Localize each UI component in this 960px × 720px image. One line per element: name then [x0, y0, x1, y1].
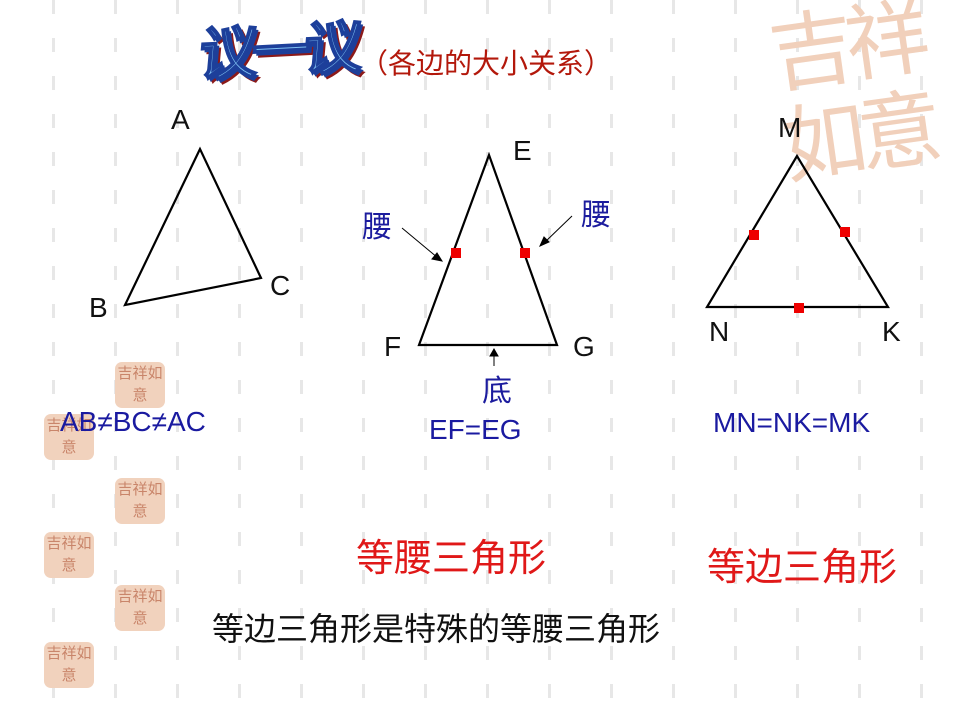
stamp-decoration: 吉祥如意 [44, 414, 94, 460]
vertex-label-e: E [513, 135, 532, 166]
leg-left-arrow [401, 227, 444, 262]
equal-side-marker [840, 227, 850, 237]
stamp-decoration: 吉祥如意 [44, 642, 94, 688]
scalene-relation: AB≠BC≠AC [60, 406, 206, 437]
vertex-label-m: M [778, 112, 802, 143]
isosceles-triangle [417, 151, 559, 347]
equilateral-triangle [705, 153, 890, 309]
scalene-triangle [123, 146, 263, 307]
equal-side-marker [451, 248, 461, 258]
equilateral-relation: MN=NK=MK [713, 407, 871, 438]
conclusion-text: 等边三角形是特殊的等腰三角形 [212, 610, 661, 648]
vertex-label-b: B [89, 292, 108, 323]
base-label: 底 [482, 374, 512, 409]
vertex-label-g: G [573, 331, 595, 362]
vertex-label-a: A [171, 104, 190, 135]
leg-right-arrow [539, 215, 573, 247]
equal-side-marker [749, 230, 759, 240]
stamp-decoration: 吉祥如意 [44, 532, 94, 578]
equal-side-marker [520, 248, 530, 258]
vertex-label-f: F [384, 331, 402, 362]
equilateral-category: 等边三角形 [707, 545, 898, 589]
stamp-decoration: 吉祥如意 [115, 362, 165, 408]
stamp-decoration: 吉祥如意 [115, 585, 165, 631]
isosceles-relation: EF=EG [429, 414, 522, 445]
vertex-label-n: N [709, 316, 730, 347]
leg-label-left: 腰 [362, 210, 392, 245]
subtitle: （各边的大小关系） [360, 47, 613, 80]
isosceles-category: 等腰三角形 [356, 536, 547, 580]
leg-label-right: 腰 [581, 198, 611, 233]
base-arrow [489, 347, 499, 366]
stamp-decoration: 吉祥如意 [115, 478, 165, 524]
equal-side-marker [794, 303, 804, 313]
vertex-label-k: K [882, 316, 901, 347]
vertex-label-c: C [270, 270, 291, 301]
